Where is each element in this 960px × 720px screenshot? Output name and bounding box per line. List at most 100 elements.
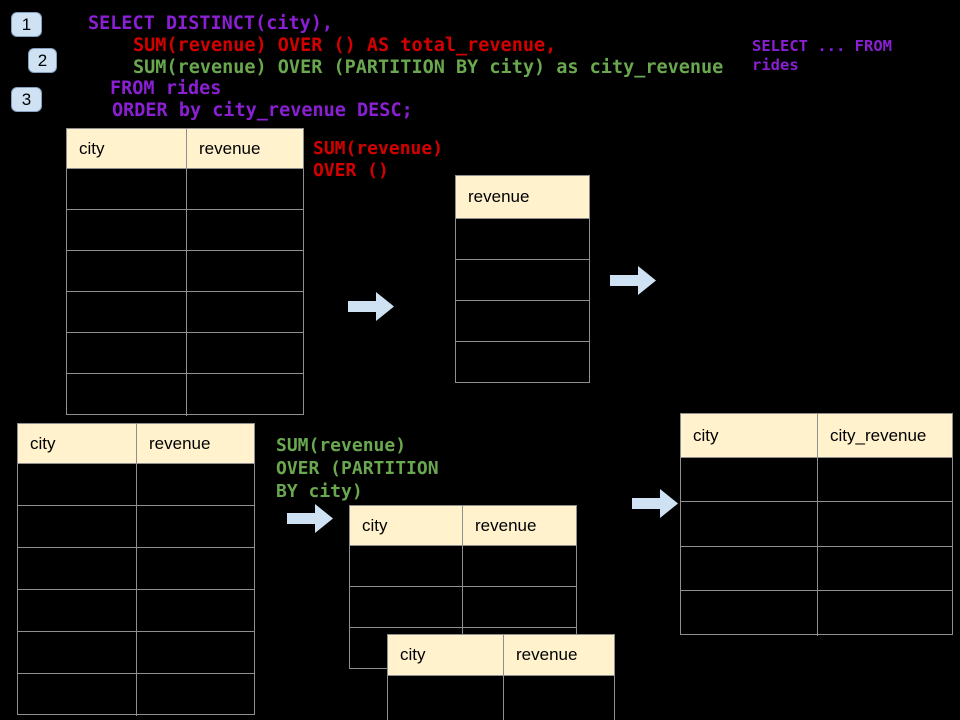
table-cell bbox=[67, 210, 187, 250]
annotation-total-line1: SUM(revenue) bbox=[313, 138, 444, 159]
table-row bbox=[350, 546, 576, 587]
table-cell bbox=[818, 591, 952, 636]
header-cell-revenue: revenue bbox=[187, 129, 303, 168]
table-cell bbox=[18, 632, 137, 673]
table-cell bbox=[67, 333, 187, 373]
table-row bbox=[456, 219, 589, 260]
table-cell bbox=[456, 301, 589, 341]
side-code-rides: rides bbox=[752, 56, 799, 74]
table-total-revenue-result: revenue bbox=[455, 175, 590, 383]
table-header-row: revenue bbox=[456, 176, 589, 219]
table-cell bbox=[67, 251, 187, 291]
table-header-row: city revenue bbox=[350, 506, 576, 546]
arrow-right-icon bbox=[287, 504, 333, 533]
table-cell bbox=[67, 292, 187, 332]
table-cell bbox=[67, 374, 187, 416]
table-row bbox=[456, 342, 589, 384]
table-cell bbox=[456, 260, 589, 300]
sql-line-city-revenue: SUM(revenue) OVER (PARTITION BY city) as… bbox=[133, 57, 724, 78]
header-cell-city-revenue: city_revenue bbox=[818, 414, 952, 457]
table-cell bbox=[18, 464, 137, 505]
table-cell bbox=[187, 374, 303, 416]
sql-line-order-by: ORDER by city_revenue DESC; bbox=[112, 100, 413, 121]
table-cell bbox=[137, 590, 254, 631]
table-cell bbox=[681, 502, 818, 546]
table-partition-groups-front: city revenue bbox=[387, 634, 615, 720]
step-badge-3-label: 3 bbox=[21, 89, 32, 109]
table-city-revenue-result: city city_revenue bbox=[680, 413, 953, 636]
table-cell bbox=[187, 251, 303, 291]
table-cell bbox=[818, 458, 952, 501]
table-cell bbox=[681, 591, 818, 636]
table-row bbox=[67, 333, 303, 374]
table-row bbox=[67, 251, 303, 292]
annotation-total-line2: OVER () bbox=[313, 160, 389, 181]
step-badge-2: 2 bbox=[28, 48, 57, 73]
annotation-partition-line1: SUM(revenue) bbox=[276, 435, 407, 456]
table-row bbox=[388, 676, 614, 720]
table-row bbox=[18, 464, 254, 506]
table-row bbox=[681, 591, 952, 636]
table-cell bbox=[504, 676, 614, 720]
table-row bbox=[67, 374, 303, 416]
table-cell bbox=[137, 674, 254, 716]
table-rides-source-bottom: city revenue bbox=[17, 423, 255, 716]
arrow-right-icon bbox=[348, 292, 394, 321]
table-row bbox=[681, 502, 952, 547]
table-cell bbox=[681, 458, 818, 501]
table-cell bbox=[456, 342, 589, 384]
table-row bbox=[18, 548, 254, 590]
table-cell bbox=[137, 506, 254, 547]
step-badge-1: 1 bbox=[11, 12, 42, 37]
table-row bbox=[350, 587, 576, 628]
table-row bbox=[18, 632, 254, 674]
table-cell bbox=[137, 632, 254, 673]
table-row bbox=[681, 547, 952, 591]
header-cell-revenue: revenue bbox=[456, 176, 589, 218]
header-cell-revenue: revenue bbox=[504, 635, 614, 675]
annotation-partition-line2: OVER (PARTITION bbox=[276, 458, 439, 479]
header-cell-city: city bbox=[67, 129, 187, 168]
table-cell bbox=[463, 546, 576, 586]
header-cell-revenue: revenue bbox=[463, 506, 576, 545]
table-cell bbox=[18, 548, 137, 589]
table-row bbox=[18, 674, 254, 716]
side-code-select-from: SELECT ... FROM bbox=[752, 37, 892, 55]
table-cell bbox=[18, 674, 137, 716]
arrow-right-icon bbox=[632, 489, 678, 518]
sql-line-from: FROM rides bbox=[110, 78, 222, 99]
step-badge-2-label: 2 bbox=[37, 50, 48, 70]
header-cell-revenue: revenue bbox=[137, 424, 254, 463]
table-cell bbox=[818, 502, 952, 546]
table-row bbox=[67, 210, 303, 251]
step-badge-3: 3 bbox=[11, 87, 42, 112]
sql-line-total-revenue: SUM(revenue) OVER () AS total_revenue, bbox=[133, 35, 557, 56]
header-cell-city: city bbox=[350, 506, 463, 545]
table-cell bbox=[67, 169, 187, 209]
table-cell bbox=[350, 546, 463, 586]
table-header-row: city revenue bbox=[18, 424, 254, 464]
table-row bbox=[456, 301, 589, 342]
annotation-partition-line3: BY city) bbox=[276, 481, 363, 502]
arrow-right-icon bbox=[610, 266, 656, 295]
table-cell bbox=[456, 219, 589, 259]
table-cell bbox=[137, 548, 254, 589]
table-cell bbox=[18, 590, 137, 631]
sql-line-select: SELECT DISTINCT(city), bbox=[88, 13, 334, 34]
table-header-row: city city_revenue bbox=[681, 414, 952, 458]
table-row bbox=[67, 292, 303, 333]
table-cell bbox=[388, 676, 504, 720]
table-rides-source-top: city revenue bbox=[66, 128, 304, 416]
table-cell bbox=[187, 169, 303, 209]
table-cell bbox=[18, 506, 137, 547]
table-cell bbox=[137, 464, 254, 505]
table-cell bbox=[681, 547, 818, 590]
table-cell bbox=[818, 547, 952, 590]
table-cell bbox=[187, 333, 303, 373]
header-cell-city: city bbox=[18, 424, 137, 463]
table-row bbox=[67, 169, 303, 210]
table-row bbox=[18, 506, 254, 548]
table-header-row: city revenue bbox=[388, 635, 614, 676]
table-row bbox=[18, 590, 254, 632]
